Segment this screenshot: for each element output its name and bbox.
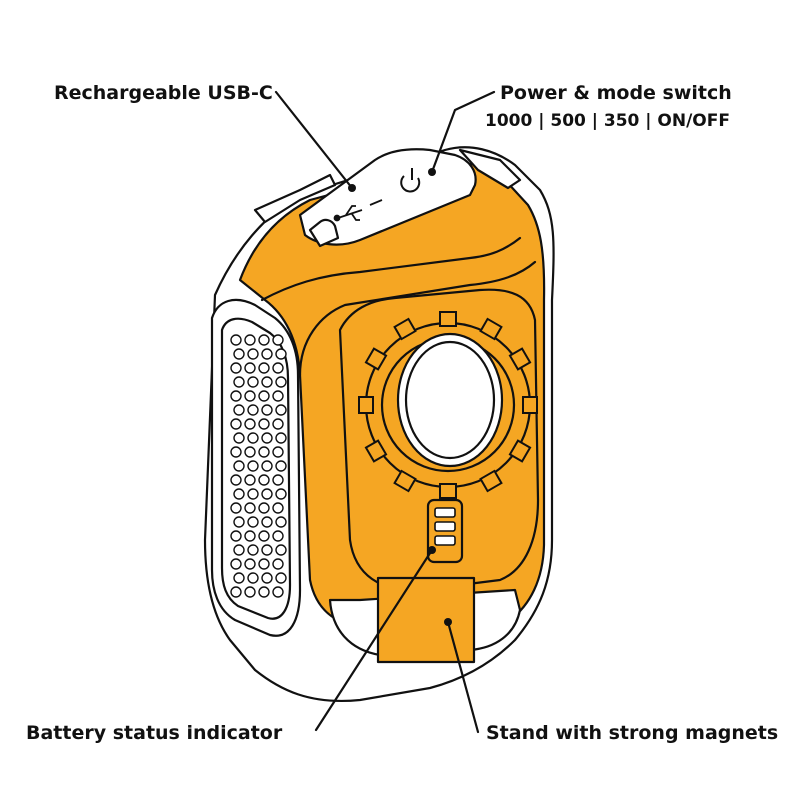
side-led-dot <box>230 474 242 486</box>
side-light-dots <box>230 334 287 598</box>
side-led-dot <box>261 376 273 388</box>
side-led-dot <box>258 390 270 402</box>
side-led-dot <box>258 334 270 346</box>
side-led-dot <box>244 558 256 570</box>
side-led-dot <box>261 404 273 416</box>
side-led-dot <box>244 502 256 514</box>
side-led-dot <box>233 376 245 388</box>
side-led-dot <box>244 334 256 346</box>
side-led-dot <box>258 502 270 514</box>
side-led-dot <box>272 474 284 486</box>
side-led-dot <box>247 572 259 584</box>
power-icon <box>400 168 421 193</box>
side-led-dot <box>247 460 259 472</box>
side-led-dot <box>233 404 245 416</box>
side-led-dot <box>275 488 287 500</box>
side-led-dot <box>272 502 284 514</box>
side-led-dot <box>261 544 273 556</box>
side-led-dot <box>244 586 256 598</box>
side-led-dot <box>275 376 287 388</box>
side-led-dot <box>272 558 284 570</box>
callout-line-stand <box>446 620 480 734</box>
callout-battery-label: Battery status indicator <box>26 722 283 744</box>
side-led-dot <box>233 432 245 444</box>
side-led-dot <box>244 390 256 402</box>
side-led-dot <box>230 530 242 542</box>
rear-shell <box>203 146 555 702</box>
side-led-dot <box>261 572 273 584</box>
usb-icon <box>333 199 383 222</box>
battery-bars-icon <box>434 507 456 546</box>
side-led-dot <box>275 404 287 416</box>
side-led-dot <box>261 432 273 444</box>
side-led-dot <box>230 586 242 598</box>
side-led-dot <box>247 544 259 556</box>
callout-power-label: Power & mode switch <box>500 82 732 104</box>
callout-line-battery <box>314 548 434 732</box>
side-led-dot <box>247 516 259 528</box>
side-led-dot <box>233 460 245 472</box>
callout-usb-label: Rechargeable USB-C <box>54 82 273 104</box>
side-led-dot <box>261 348 273 360</box>
side-led-dot <box>247 348 259 360</box>
side-led-dot <box>275 460 287 472</box>
side-led-dot <box>258 558 270 570</box>
callout-line-power <box>430 90 496 174</box>
side-led-dot <box>233 516 245 528</box>
side-led-dot <box>230 446 242 458</box>
side-led-dot <box>272 334 284 346</box>
callout-stand-label: Stand with strong magnets <box>486 722 779 744</box>
side-led-dot <box>233 544 245 556</box>
side-led-dot <box>275 432 287 444</box>
magnet-pad <box>376 576 476 664</box>
side-led-dot <box>261 488 273 500</box>
side-led-dot <box>272 362 284 374</box>
side-led-dot <box>272 390 284 402</box>
side-led-dot <box>272 530 284 542</box>
side-led-dot <box>230 334 242 346</box>
side-led-dot <box>258 586 270 598</box>
side-led-dot <box>230 558 242 570</box>
side-led-dot <box>244 362 256 374</box>
side-led-dot <box>275 516 287 528</box>
side-led-dot <box>275 348 287 360</box>
side-led-dot <box>244 474 256 486</box>
side-led-dot <box>233 348 245 360</box>
side-led-dot <box>258 418 270 430</box>
side-led-dot <box>258 530 270 542</box>
side-led-dot <box>247 376 259 388</box>
lens <box>396 332 504 468</box>
side-led-dot <box>233 572 245 584</box>
side-led-dot <box>272 586 284 598</box>
side-led-dot <box>272 446 284 458</box>
side-led-dot <box>272 418 284 430</box>
side-led-dot <box>247 488 259 500</box>
side-led-dot <box>261 516 273 528</box>
side-led-dot <box>258 362 270 374</box>
callout-line-usb <box>274 90 354 190</box>
side-led-dot <box>261 460 273 472</box>
side-led-dot <box>230 502 242 514</box>
side-led-dot <box>233 488 245 500</box>
side-led-dot <box>275 544 287 556</box>
side-led-dot <box>230 390 242 402</box>
side-led-dot <box>247 404 259 416</box>
side-led-dot <box>258 474 270 486</box>
side-led-dot <box>244 418 256 430</box>
side-led-dot <box>275 572 287 584</box>
side-led-dot <box>230 362 242 374</box>
top-ridge <box>260 236 522 302</box>
side-led-dot <box>244 530 256 542</box>
side-led-dot <box>247 432 259 444</box>
side-led-dot <box>244 446 256 458</box>
callout-power-modes-label: 1000 | 500 | 350 | ON/OFF <box>485 111 730 131</box>
side-led-dot <box>258 446 270 458</box>
side-led-dot <box>230 418 242 430</box>
